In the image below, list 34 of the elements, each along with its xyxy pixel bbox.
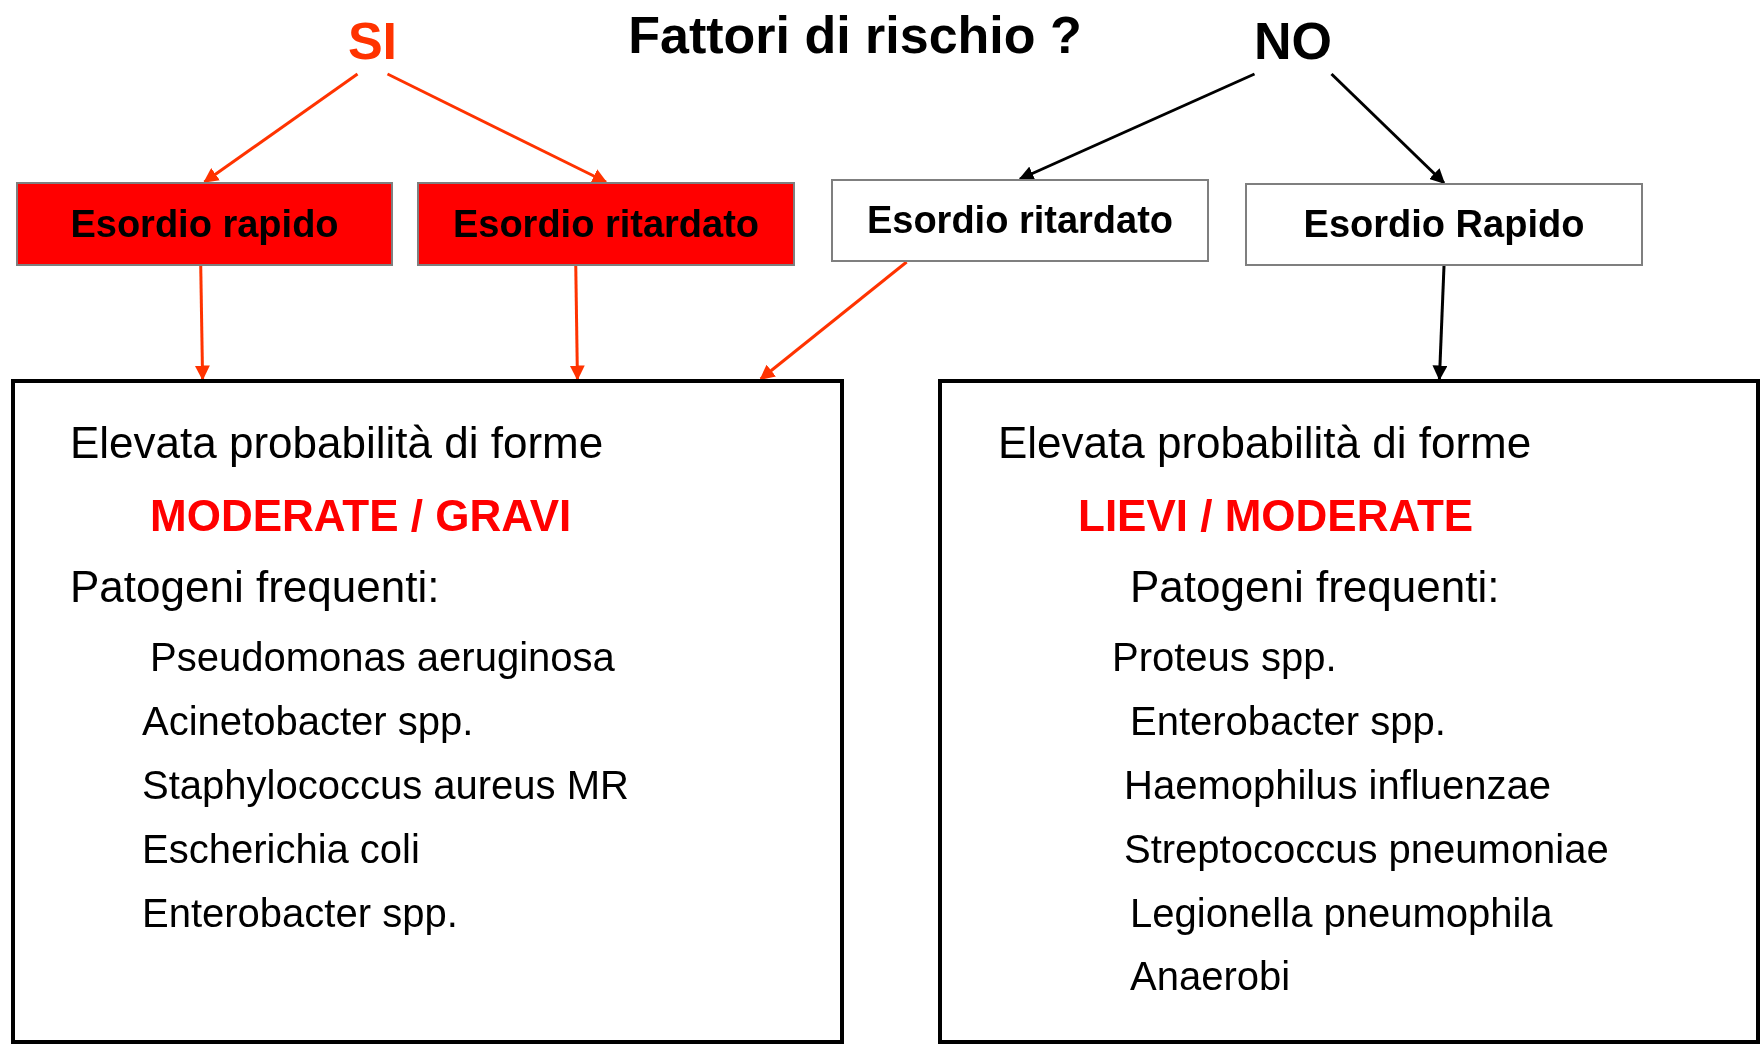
pathogen-name: Acinetobacter spp. [142, 698, 474, 744]
process-box: Esordio Rapido [1245, 183, 1643, 266]
process-box: Esordio rapido [16, 182, 393, 266]
arrow [1330, 72, 1446, 185]
title: Fattori di rischio ? [627, 6, 1083, 66]
arrow [1432, 265, 1448, 381]
process-box: Esordio ritardato [417, 182, 795, 266]
pathogen-name: Enterobacter spp. [1130, 698, 1446, 744]
arrow [194, 265, 210, 381]
text-line: Elevata probabilità di forme [70, 418, 604, 469]
pathogen-name: Pseudomonas aeruginosa [150, 634, 615, 680]
text-line: Patogeni frequenti: [70, 562, 440, 613]
text-line: Elevata probabilità di forme [998, 418, 1532, 469]
branch-label: SI [335, 8, 410, 74]
arrow [203, 72, 359, 184]
pathogen-name: Staphylococcus aureus MR [142, 762, 629, 808]
pathogen-name: Escherichia coli [142, 826, 420, 872]
pathogen-name: Anaerobi [1130, 953, 1291, 999]
info-box [938, 379, 1760, 1044]
text-line: Patogeni frequenti: [1130, 562, 1500, 613]
info-box [11, 379, 844, 1044]
branch-label: NO [1238, 8, 1348, 74]
process-box: Esordio ritardato [831, 179, 1209, 262]
arrow [569, 265, 585, 381]
severity-label: MODERATE / GRAVI [150, 491, 572, 542]
pathogen-name: Streptococcus pneumoniae [1124, 826, 1609, 872]
arrow [386, 72, 608, 184]
pathogen-name: Enterobacter spp. [142, 890, 458, 936]
arrow [759, 260, 908, 381]
pathogen-name: Proteus spp. [1112, 634, 1337, 680]
severity-label: LIEVI / MODERATE [1078, 491, 1474, 542]
pathogen-name: Haemophilus influenzae [1124, 762, 1551, 808]
arrow [1018, 72, 1256, 181]
pathogen-name: Legionella pneumophila [1130, 890, 1553, 936]
